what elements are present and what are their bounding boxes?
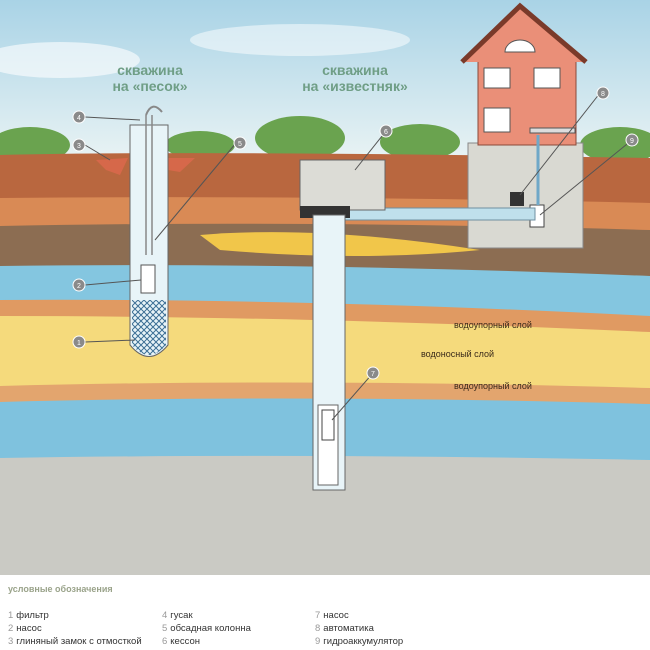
house (460, 2, 588, 249)
trees (0, 116, 650, 163)
marker-5: 5 (238, 141, 242, 148)
marker-8: 8 (601, 91, 605, 98)
marker-9: 9 (630, 138, 634, 145)
marker-7: 7 (371, 371, 375, 378)
title-line: скважина (322, 62, 388, 78)
label-impermeable-top: водоупорный слой (454, 320, 532, 330)
automation-box (510, 192, 524, 206)
marker-6: 6 (384, 129, 388, 136)
legend-title: условные обозначения (8, 584, 113, 594)
label-impermeable-bottom: водоупорный слой (454, 381, 532, 391)
bedrock (0, 455, 650, 575)
title-line: на «песок» (112, 78, 188, 94)
title-well-limestone: скважина на «известняк» (295, 62, 415, 94)
marker-circles (72, 86, 639, 380)
marker-1: 1 (77, 340, 81, 347)
title-well-sand: скважина на «песок» (95, 62, 205, 94)
callouts (84, 92, 633, 421)
well-sand (96, 105, 195, 357)
marker-3: 3 (77, 143, 81, 150)
marker-2: 2 (77, 283, 81, 290)
title-line: на «известняк» (302, 78, 408, 94)
well-limestone (299, 159, 386, 491)
marker-4: 4 (77, 115, 81, 122)
title-line: скважина (117, 62, 183, 78)
label-aquifer: водоносный слой (421, 349, 495, 359)
